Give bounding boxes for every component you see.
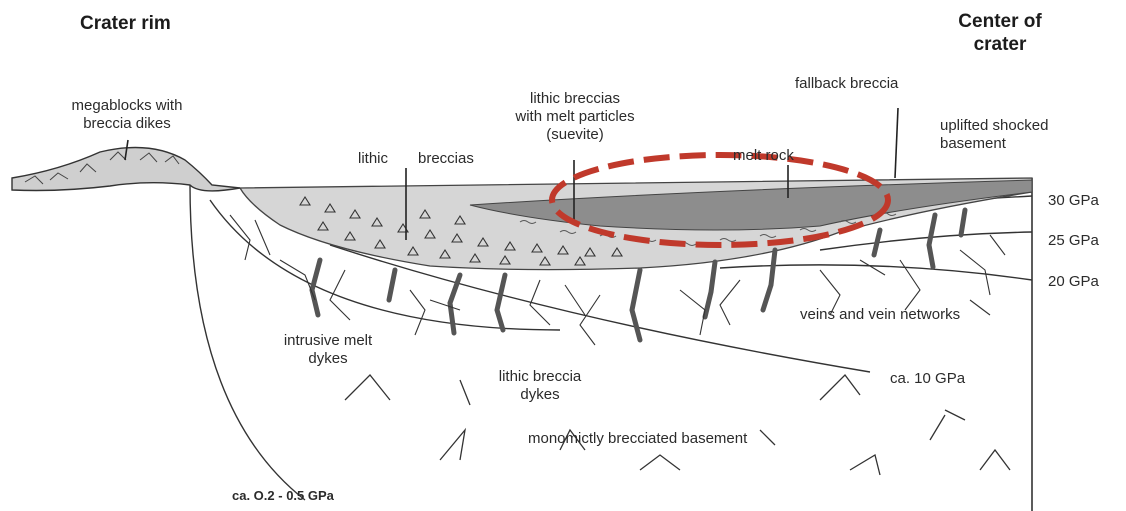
header-center-of-crater: Center of crater	[935, 10, 1065, 56]
label-lithic-b: breccias	[418, 150, 474, 168]
header-crater-rim: Crater rim	[80, 12, 171, 35]
basement-symbols	[345, 375, 1010, 475]
label-melt-rock: melt rock	[733, 147, 794, 165]
label-megablocks: megablocks with breccia dikes	[42, 97, 212, 133]
leader-fallback	[895, 108, 898, 178]
label-lithic-dykes-line2: dykes	[470, 386, 610, 404]
label-fallback: fallback breccia	[795, 75, 898, 93]
label-25gpa: 25 GPa	[1048, 232, 1099, 249]
label-lithic-a: lithic	[358, 150, 388, 168]
label-20gpa: 20 GPa	[1048, 273, 1099, 290]
header-center-line1: Center of	[935, 10, 1065, 33]
label-monomictly: monomictly brecciated basement	[528, 430, 747, 448]
label-10gpa: ca. 10 GPa	[890, 370, 965, 387]
label-lithic-dykes-line1: lithic breccia	[470, 368, 610, 386]
label-suevite-line3: (suevite)	[490, 126, 660, 144]
label-uplifted: uplifted shocked basement	[940, 117, 1048, 153]
label-suevite: lithic breccias with melt particles (sue…	[490, 90, 660, 144]
label-veins: veins and vein networks	[800, 306, 960, 324]
label-suevite-line2: with melt particles	[490, 108, 660, 126]
label-intrusive: intrusive melt dykes	[258, 332, 398, 368]
label-uplifted-line1: uplifted shocked	[940, 117, 1048, 135]
label-megablocks-line2: breccia dikes	[42, 115, 212, 133]
label-30gpa: 30 GPa	[1048, 192, 1099, 209]
label-intrusive-line2: dykes	[258, 350, 398, 368]
label-suevite-line1: lithic breccias	[490, 90, 660, 108]
label-uplifted-line2: basement	[940, 135, 1048, 153]
contour-25gpa	[820, 232, 1032, 250]
label-megablocks-line1: megablocks with	[42, 97, 212, 115]
label-lithic-dykes: lithic breccia dykes	[470, 368, 610, 404]
label-low-gpa: ca. O.2 - 0.5 GPa	[232, 488, 334, 503]
header-center-line2: crater	[935, 33, 1065, 56]
label-intrusive-line1: intrusive melt	[258, 332, 398, 350]
